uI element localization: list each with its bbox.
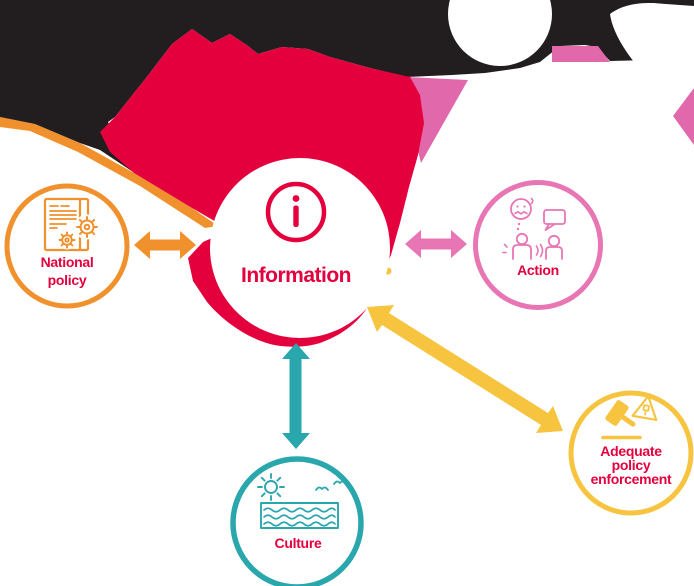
enforcement-label-line2: policy [612,457,651,473]
node-information: Information [210,158,390,338]
enforcement-label-group: Adequate policy enforcement [591,443,673,487]
action-ring [473,180,603,310]
arrow-information-culture [282,343,310,449]
action-label: Action [517,262,559,278]
arrow-information-national-policy [134,231,196,259]
node-culture: Culture [230,456,364,586]
information-label: Information [241,264,351,287]
bird-icon [315,486,329,491]
orange-sliver-shape [0,117,218,228]
sun-and-sea-icon [257,473,347,529]
enforcement-ring [568,390,694,516]
bird-icon [333,480,347,485]
white-blob-right [610,2,694,101]
national-policy-label-group: National policy [41,254,94,288]
information-label-group: Information [241,264,352,287]
action-label-group: Action [517,262,559,278]
node-national-policy: National policy [4,183,130,309]
node-adequate-policy-enforcement: Adequate policy enforcement [568,390,694,516]
enforcement-label-line3: enforcement [591,471,672,487]
white-blob-left [448,0,552,66]
information-circle [210,158,390,338]
culture-label-group: Culture [275,535,323,551]
node-action: Action [473,180,603,310]
arrow-information-enforcement [367,305,563,433]
people-communication-icon [502,197,566,260]
national-policy-label-line2: policy [48,272,87,288]
gavel-warning-icon [601,395,658,440]
policy-document-gears-icon [43,197,100,252]
magenta-wedge-shape [407,77,468,163]
magenta-strip-shape [552,46,610,62]
gear-icon-large [76,216,98,238]
gear-icon-small [58,231,76,249]
info-icon [265,181,327,243]
enforcement-label-line1: Adequate [600,443,662,459]
connectors [134,230,563,449]
magenta-pointer-shape [673,88,694,145]
arrow-information-action [405,230,467,258]
culture-label: Culture [275,535,322,551]
national-policy-label-line1: National [41,254,94,270]
